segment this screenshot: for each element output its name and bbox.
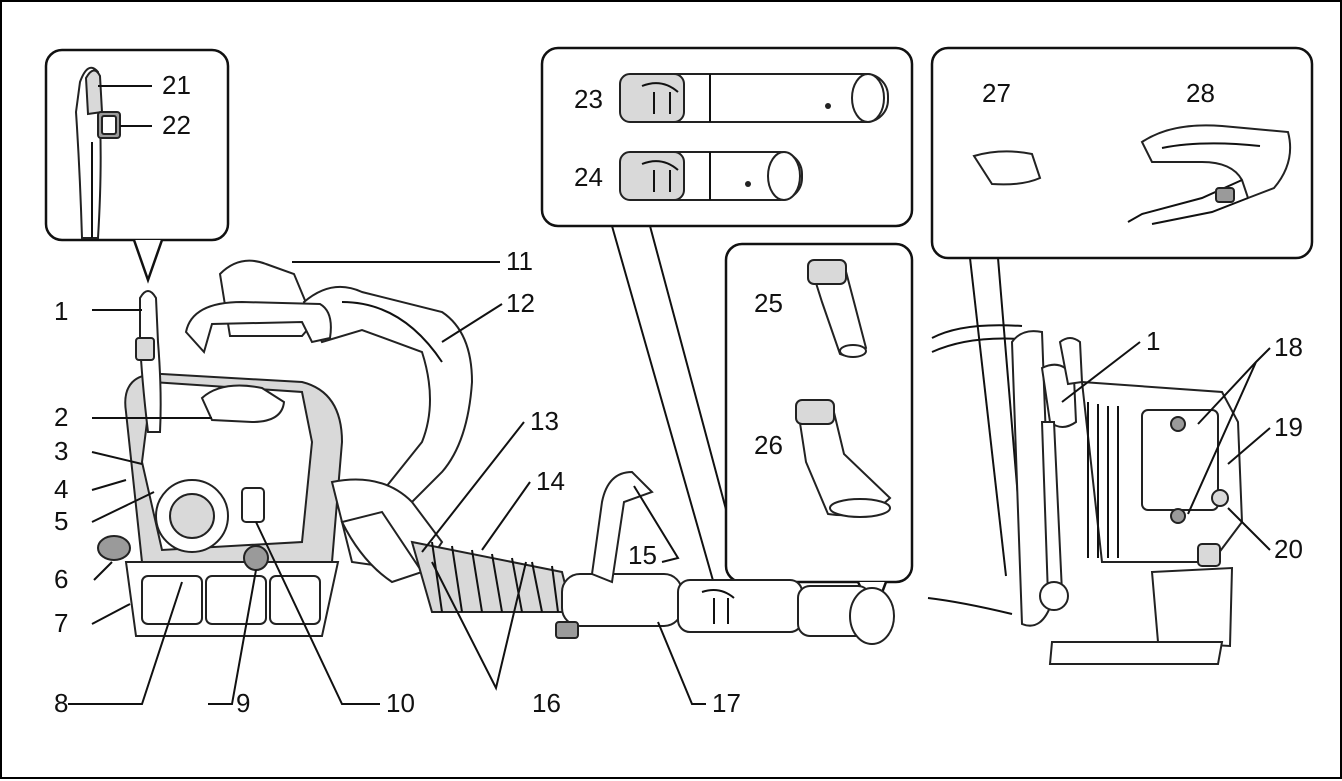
callout-22: 22: [162, 110, 191, 140]
callout-25: 25: [754, 288, 783, 318]
callout-8: 8: [54, 688, 68, 718]
callout-11: 11: [506, 246, 533, 276]
callout-15: 15: [628, 540, 657, 570]
callout-labels: 1 2 3 4 5 6 7 8 9 10 11 12 13 14 15 16 1…: [54, 70, 1303, 718]
callout-6: 6: [54, 564, 68, 594]
inset-accessories: [930, 46, 1314, 595]
callout-10: 10: [386, 688, 415, 718]
callout-1-rear: 1: [1146, 326, 1160, 356]
callout-14: 14: [536, 466, 565, 496]
callout-27: 27: [982, 78, 1011, 108]
inset-pipes: [540, 46, 914, 585]
callout-26: 26: [754, 430, 783, 460]
callout-13: 13: [530, 406, 559, 436]
callout-16: 16: [532, 688, 561, 718]
inset-throttle-handle: [44, 48, 230, 284]
rear-view-illustration: [927, 324, 1244, 665]
leader-lines: [68, 261, 1271, 705]
callout-3: 3: [54, 436, 68, 466]
callout-12: 12: [506, 288, 535, 318]
callout-20: 20: [1274, 534, 1303, 564]
callout-4: 4: [54, 474, 68, 504]
callout-2: 2: [54, 402, 68, 432]
callout-5: 5: [54, 506, 68, 536]
callout-28: 28: [1186, 78, 1215, 108]
callout-24: 24: [574, 162, 603, 192]
callout-1: 1: [54, 296, 68, 326]
callout-18: 18: [1274, 332, 1303, 362]
inset-nozzles: [724, 242, 914, 618]
blower-illustration: [97, 259, 895, 645]
callout-19: 19: [1274, 412, 1303, 442]
callout-23: 23: [574, 84, 603, 114]
callout-17: 17: [712, 688, 741, 718]
callout-9: 9: [236, 688, 250, 718]
callout-21: 21: [162, 70, 191, 100]
flex-hose: [410, 540, 574, 613]
callout-7: 7: [54, 608, 68, 638]
